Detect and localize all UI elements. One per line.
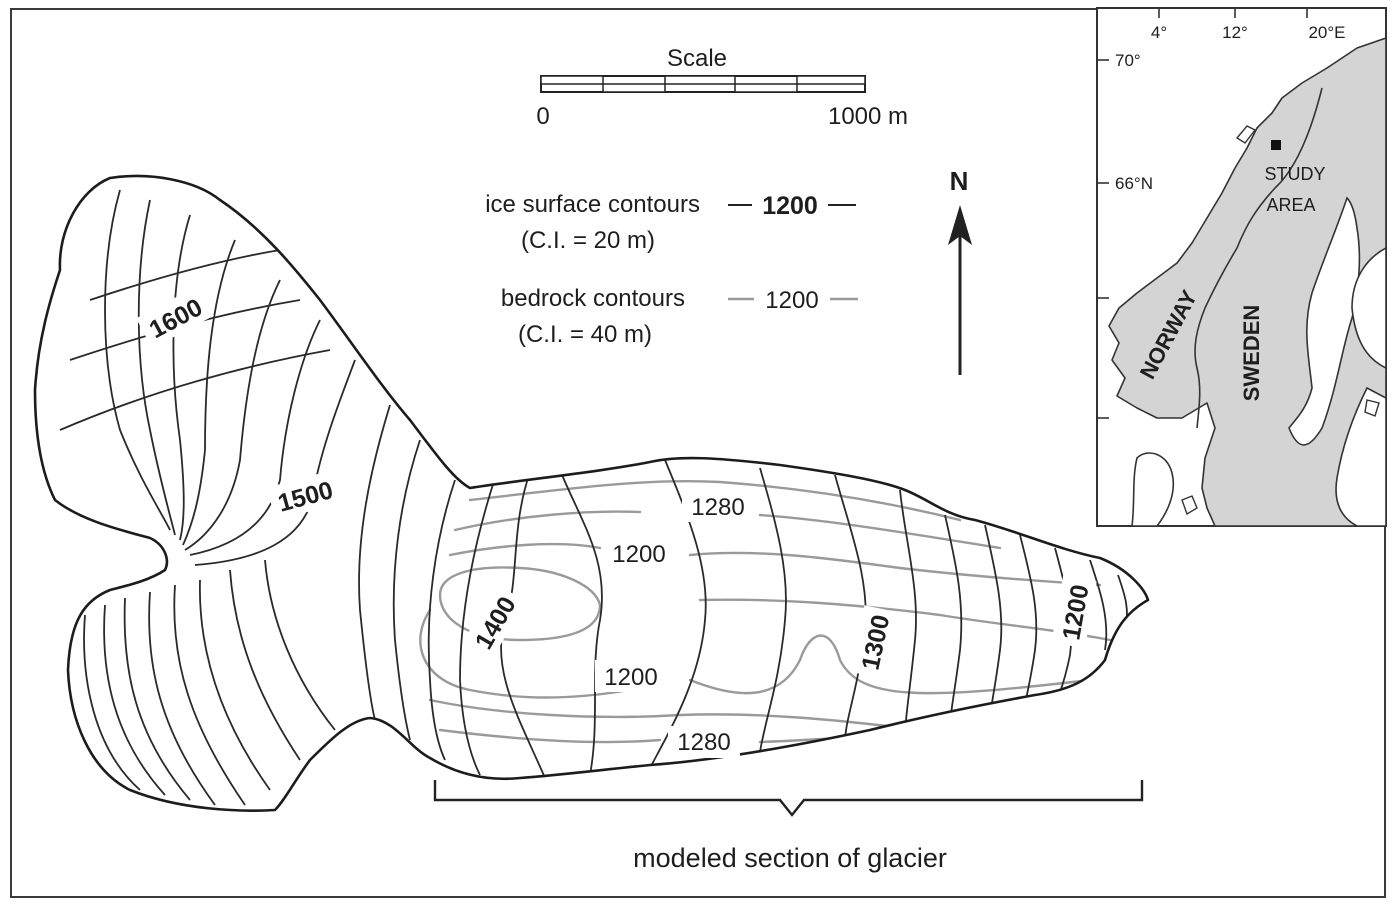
bedrock-contour-label-1200-lower: 1200 bbox=[604, 664, 657, 691]
modeled-section-label: modeled section of glacier bbox=[633, 843, 947, 873]
study-area-label-line1: STUDY bbox=[1264, 164, 1325, 184]
north-label: N bbox=[950, 166, 969, 196]
ice-contour bbox=[944, 514, 963, 726]
ice-contour bbox=[189, 319, 321, 556]
bedrock-contours bbox=[419, 480, 1112, 744]
ice-contour bbox=[148, 591, 216, 806]
ice-contour bbox=[229, 569, 301, 761]
latitude-label-70: 70° bbox=[1115, 51, 1141, 70]
legend: ice surface contours (C.I. = 20 m) 1200 … bbox=[485, 191, 858, 348]
longitude-label-12: 12° bbox=[1222, 23, 1248, 42]
ice-contour bbox=[172, 214, 191, 541]
legend-bedrock-sample: 1200 bbox=[765, 287, 818, 314]
bedrock-contour bbox=[698, 598, 1112, 642]
ice-contour bbox=[392, 439, 421, 741]
scale-label-end: 1000 m bbox=[828, 103, 908, 130]
ice-contour bbox=[182, 239, 236, 546]
country-label-sweden: SWEDEN bbox=[1239, 305, 1264, 402]
north-arrow: N bbox=[948, 166, 972, 375]
ice-contour bbox=[199, 579, 271, 791]
north-arrow-head-icon bbox=[948, 205, 972, 245]
latitude-label-66n: 66°N bbox=[1115, 174, 1153, 193]
denmark-land bbox=[1131, 452, 1175, 526]
bedrock-contour-label-1280-upper: 1280 bbox=[691, 494, 744, 521]
ice-contour bbox=[83, 614, 141, 791]
ice-contour bbox=[264, 559, 336, 731]
longitude-label-20e: 20°E bbox=[1308, 23, 1345, 42]
ice-contour bbox=[559, 469, 603, 776]
ice-contour bbox=[459, 477, 496, 776]
modeled-section-bracket: modeled section of glacier bbox=[433, 780, 1144, 873]
bedrock-contour bbox=[468, 480, 962, 522]
scale-bar: Scale 0 1000 m bbox=[536, 45, 908, 130]
ice-contour bbox=[358, 404, 391, 721]
ice-surface-contours bbox=[59, 189, 1128, 806]
ice-contour bbox=[89, 249, 281, 301]
ice-contour bbox=[184, 279, 281, 551]
glacier: 1600 1500 1400 1300 1200 1280 1200 1200 … bbox=[33, 174, 1150, 812]
inset-map-drawing: 4° 12° 20°E 70° 66°N STUDY AREA NORWAY S… bbox=[1097, 8, 1386, 526]
bedrock-contour bbox=[688, 634, 1092, 695]
scale-title: Scale bbox=[667, 45, 727, 72]
ice-contour bbox=[194, 359, 356, 566]
bedrock-contour-label-1200-upper: 1200 bbox=[612, 541, 665, 568]
contour-labels: 1600 1500 1400 1300 1200 1280 1200 1200 … bbox=[136, 285, 1097, 758]
ice-contour bbox=[899, 489, 917, 736]
legend-ice-label: ice surface contours bbox=[485, 191, 700, 218]
ice-contour bbox=[427, 479, 456, 761]
island-shape bbox=[1364, 399, 1380, 417]
ice-contour bbox=[137, 199, 176, 536]
bedrock-contour-label-1280-lower: 1280 bbox=[677, 729, 730, 756]
ice-contour bbox=[834, 474, 867, 743]
ice-contour bbox=[123, 597, 191, 801]
finland-region bbox=[1351, 247, 1386, 369]
study-area-marker-icon bbox=[1271, 140, 1281, 150]
study-area-label-line2: AREA bbox=[1266, 195, 1315, 215]
bedrock-contour bbox=[453, 510, 1002, 550]
baltic-sea bbox=[1335, 386, 1386, 526]
legend-ice-sample: 1200 bbox=[762, 192, 818, 220]
bedrock-contour bbox=[428, 698, 922, 732]
legend-ice-interval: (C.I. = 20 m) bbox=[521, 227, 655, 254]
longitude-label-4: 4° bbox=[1151, 23, 1167, 42]
bedrock-contour bbox=[419, 608, 632, 699]
norway-sweden-border bbox=[1194, 87, 1323, 429]
ice-contour bbox=[173, 584, 246, 806]
island-shape bbox=[1181, 495, 1198, 516]
ice-contour bbox=[103, 604, 166, 796]
inset-graticule bbox=[1097, 8, 1308, 419]
glacier-outline bbox=[33, 174, 1150, 812]
legend-bedrock-label: bedrock contours bbox=[501, 285, 685, 312]
ice-contour bbox=[59, 349, 331, 431]
ice-contour bbox=[104, 189, 171, 531]
ice-contour bbox=[1089, 559, 1108, 651]
legend-bedrock-interval: (C.I. = 40 m) bbox=[518, 321, 652, 348]
island-shape bbox=[1235, 125, 1257, 144]
scale-label-start: 0 bbox=[536, 103, 549, 130]
gulf-of-bothnia bbox=[1288, 196, 1361, 446]
ice-contour bbox=[1019, 534, 1038, 709]
bedrock-contour bbox=[448, 542, 1102, 587]
inset-map: 4° 12° 20°E 70° 66°N STUDY AREA NORWAY S… bbox=[1096, 7, 1387, 527]
ice-contour bbox=[759, 467, 787, 753]
